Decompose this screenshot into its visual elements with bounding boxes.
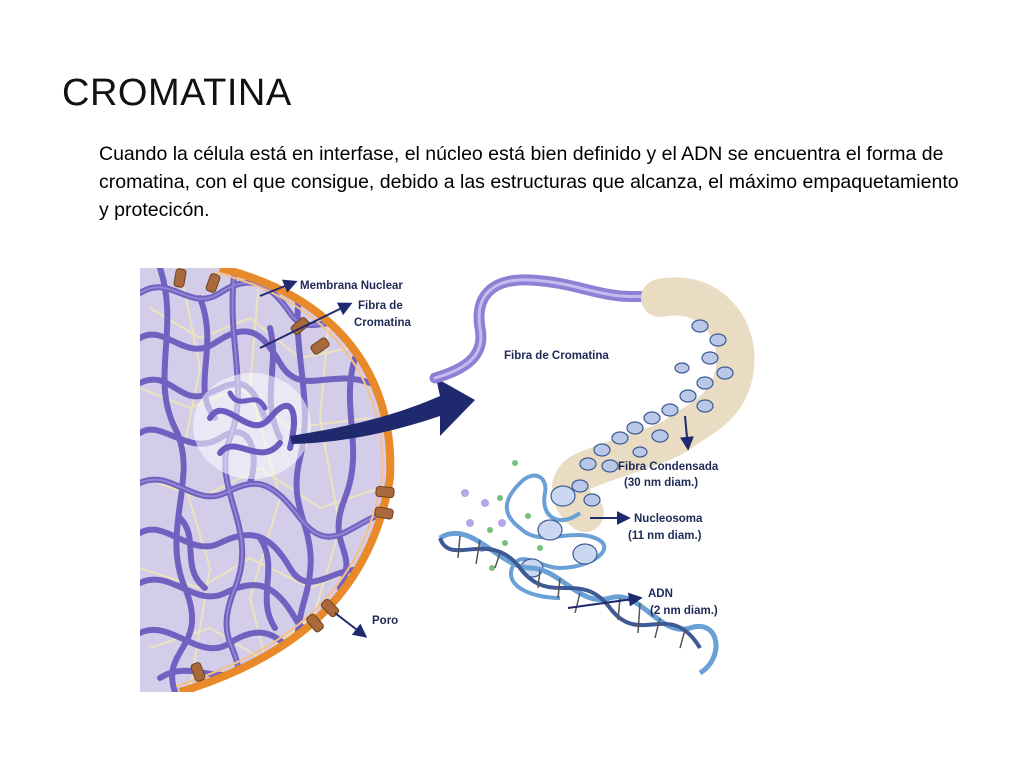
slide-title: CROMATINA — [62, 72, 292, 114]
label-nucleosoma: Nucleosoma — [634, 513, 703, 525]
slide-paragraph: Cuando la célula está en interfase, el n… — [99, 143, 959, 221]
label-fibra-condensada: Fibra Condensada — [618, 461, 719, 473]
nuclear-pores — [173, 268, 395, 682]
nuclear-membrane — [178, 268, 395, 692]
label-adn: ADN — [648, 588, 673, 600]
nucleus — [140, 268, 391, 692]
label-fibra-condensada-diam: (30 nm diam.) — [624, 477, 698, 489]
label-fibra-de: Fibra de — [358, 300, 403, 312]
chromatin-diagram: Membrana Nuclear Fibra de Cromatina Fibr… — [140, 268, 760, 692]
dna-helix — [438, 530, 719, 676]
label-arrows — [259, 279, 694, 638]
zoom-arrow — [290, 378, 475, 444]
label-membrana-nuclear: Membrana Nuclear — [300, 280, 403, 292]
label-cromatina: Cromatina — [354, 317, 411, 329]
chromatin-diagram-svg: Membrana Nuclear Fibra de Cromatina Fibr… — [140, 268, 755, 692]
label-adn-diam: (2 nm diam.) — [650, 605, 718, 617]
condensed-fiber — [552, 277, 755, 532]
label-poro: Poro — [372, 615, 398, 627]
label-nucleosoma-diam: (11 nm diam.) — [628, 530, 702, 542]
label-fibra-de-cromatina: Fibra de Cromatina — [504, 350, 609, 362]
